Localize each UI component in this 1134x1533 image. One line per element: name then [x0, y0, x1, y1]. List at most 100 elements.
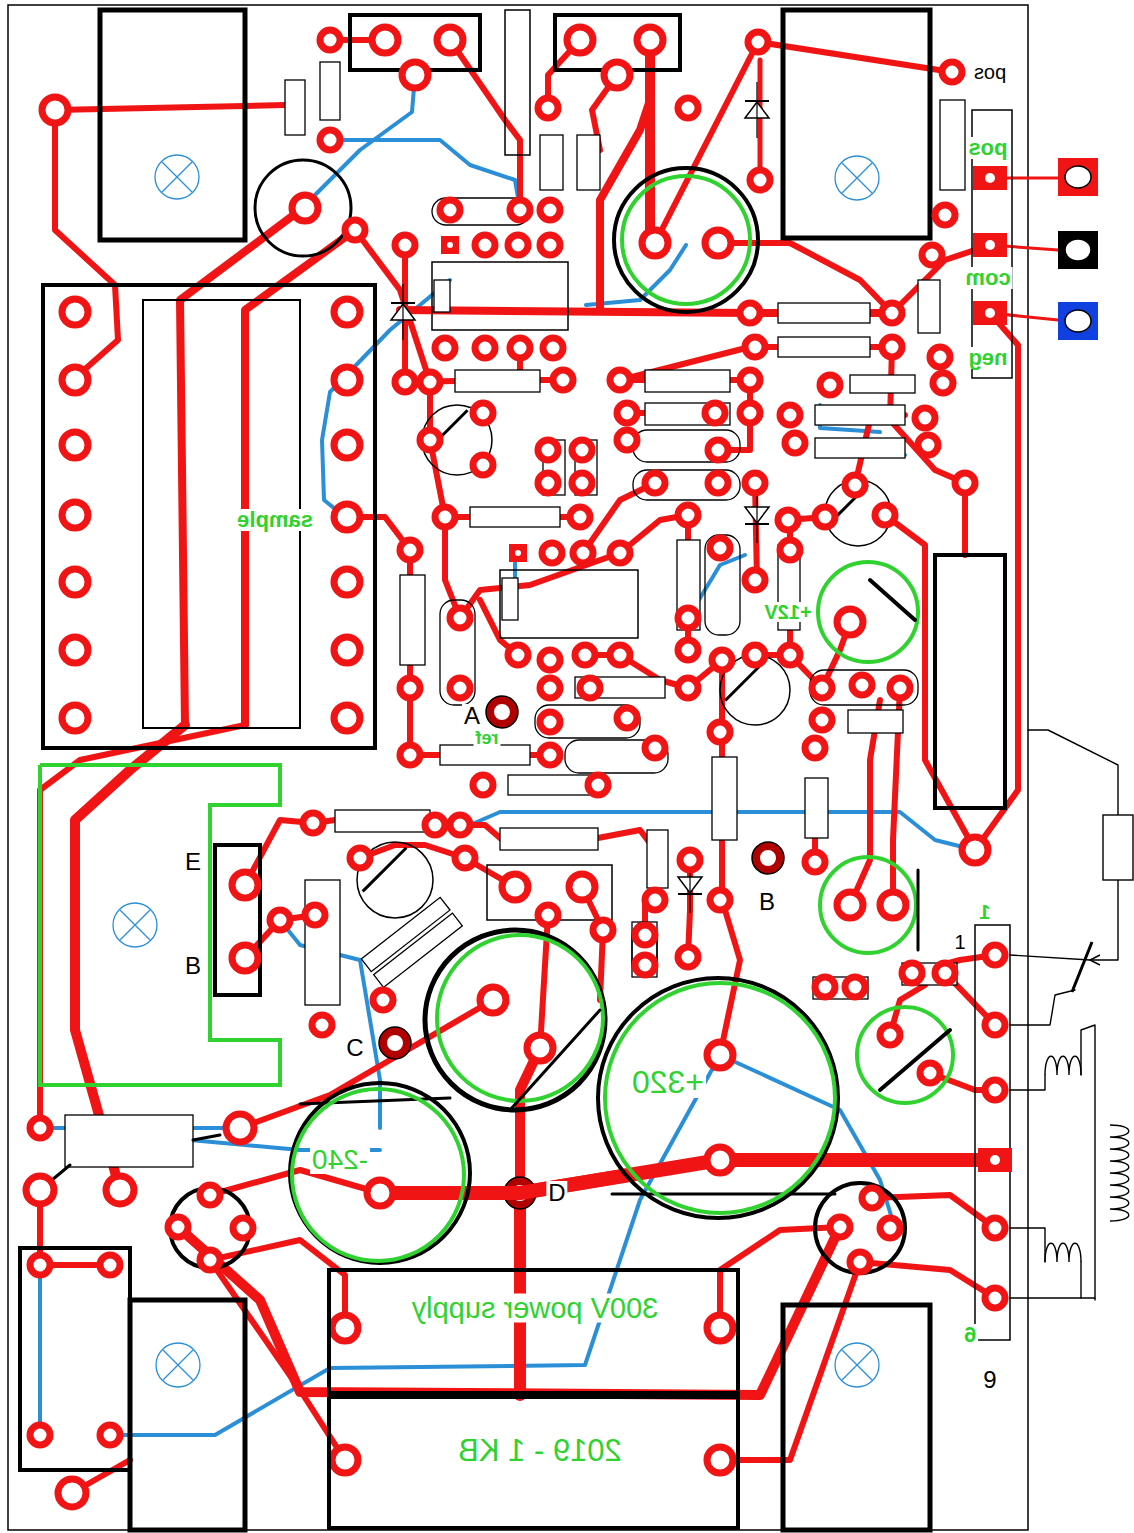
solder-pad: [635, 955, 655, 975]
resistor-symbol: [815, 438, 905, 458]
solder-pad: [232, 945, 258, 971]
schematic-coil: [1045, 1056, 1129, 1262]
solder-pad: [475, 235, 495, 255]
solder-pad: [334, 569, 360, 595]
solder-pad: [745, 473, 765, 493]
silkscreen-label: ref: [473, 729, 500, 747]
solder-pad: [350, 848, 370, 868]
solder-pad: [575, 645, 595, 665]
polarity-mark-group: [40, 580, 950, 1194]
capacitor-outline: [818, 562, 918, 662]
solder-pad: [572, 473, 592, 493]
solder-pad: [553, 370, 573, 390]
hole-cross: [163, 1350, 193, 1380]
solder-pad: [305, 905, 325, 925]
solder-pad: [708, 473, 728, 493]
solder-pad: [918, 435, 938, 455]
hole-cross: [162, 162, 192, 192]
solder-pad: [610, 543, 630, 563]
hole-ring: [156, 1343, 200, 1387]
solder-pad: [538, 440, 558, 460]
top-trace: [355, 230, 430, 382]
solder-pad: [42, 97, 68, 123]
solder-pad: [678, 505, 698, 525]
solder-pad: [538, 905, 558, 925]
pad-oval: [633, 430, 740, 462]
bottom-trace: [720, 1055, 895, 1228]
solder-pad: [320, 30, 340, 50]
solder-pad: [567, 27, 593, 53]
pad-oval: [432, 198, 530, 225]
square-pad: [973, 233, 1007, 257]
top-trace: [55, 110, 118, 378]
resistor-symbol: [500, 828, 598, 850]
solder-pad: [62, 705, 88, 731]
solder-pad: [26, 1176, 54, 1204]
pad-label: 1: [952, 932, 967, 952]
solder-pad: [570, 507, 590, 527]
solder-pad: [475, 338, 495, 358]
solder-pad: [617, 430, 637, 450]
polarity-mark: [917, 870, 920, 950]
top-trace: [55, 105, 285, 110]
diagonal-resistors: [361, 897, 462, 987]
solder-pad: [62, 432, 88, 458]
solder-pad: [435, 338, 455, 358]
solder-pad: [30, 1255, 50, 1275]
solder-pad: [334, 705, 360, 731]
solder-pad: [780, 405, 800, 425]
schematic-wire: [1010, 1297, 1095, 1298]
resistor-symbol: [632, 922, 657, 977]
solder-pad: [540, 200, 560, 220]
solder-pad: [168, 1217, 188, 1237]
resistor-symbol: [918, 280, 940, 333]
solder-pad: [395, 235, 415, 255]
pad-oval: [535, 705, 640, 738]
solder-pad: [400, 745, 420, 765]
board-outline: [8, 5, 1028, 1530]
mounting-hole: [113, 903, 157, 947]
resistor-symbol: [645, 370, 730, 392]
square-pad: [441, 236, 459, 254]
capacitor-outline: [815, 1183, 905, 1273]
solder-pad: [508, 235, 528, 255]
solder-pad: [815, 977, 835, 997]
solder-pad: [604, 62, 630, 88]
square-pad-hole: [447, 242, 453, 248]
hole-cross: [120, 910, 150, 940]
mounting-hole: [156, 1343, 200, 1387]
resistor-symbol: [320, 62, 340, 120]
solder-pad: [780, 645, 800, 665]
solder-pad: [540, 235, 560, 255]
solder-pad: [543, 338, 563, 358]
solder-pad: [642, 230, 668, 256]
solder-pad: [540, 678, 560, 698]
solder-pad: [955, 473, 975, 493]
square-pad-group: [441, 166, 1012, 1172]
resistor-symbol: [400, 575, 425, 665]
top-trace: [380, 1160, 995, 1193]
top-trace: [582, 887, 603, 1000]
solder-pad: [226, 1114, 254, 1142]
resistor-symbol: [540, 135, 563, 190]
component-outline: [975, 925, 1010, 1340]
solder-pad: [852, 675, 872, 695]
solder-pad: [450, 815, 470, 835]
solder-pad: [880, 1218, 900, 1238]
bottom-trace: [190, 1140, 380, 1150]
solder-pad: [332, 1315, 358, 1341]
component-outline: [505, 10, 530, 155]
solder-pad: [62, 299, 88, 325]
top-trace-group: [40, 40, 1058, 1493]
capacitor-outline: [614, 168, 758, 312]
schematic-arrow: [1090, 955, 1100, 965]
solder-pad: [710, 890, 730, 910]
capacitor-ring: [605, 983, 835, 1213]
schematic-wire: [1028, 730, 1118, 815]
outline-group: [20, 10, 1012, 1530]
top-trace: [975, 313, 1018, 850]
capacitor-outline: [255, 160, 351, 256]
solder-pad: [862, 1188, 882, 1208]
